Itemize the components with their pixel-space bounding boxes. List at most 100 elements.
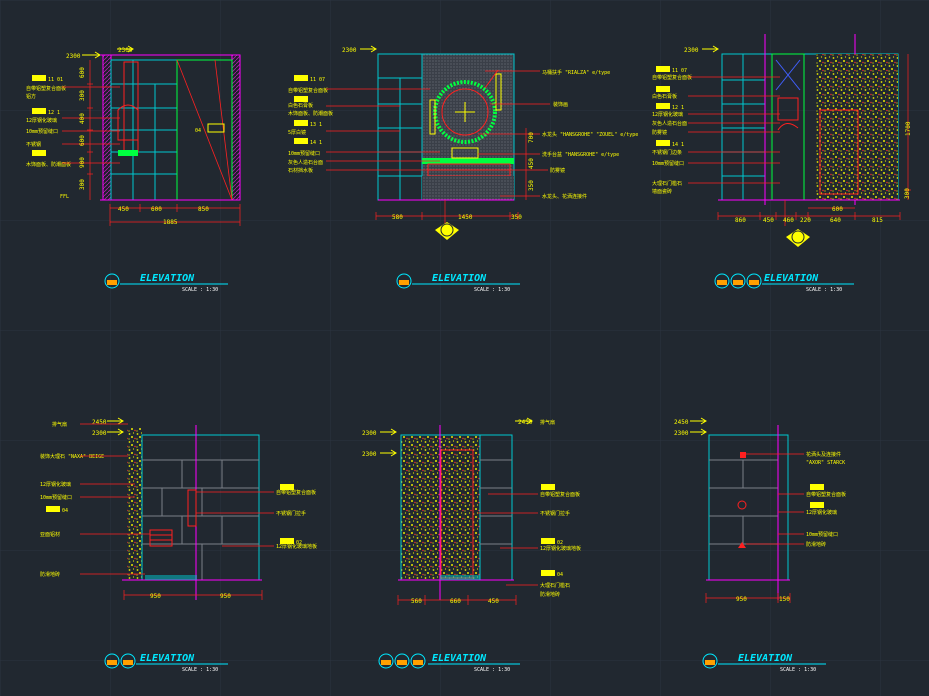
title-block-2: ELEVATION SCALE : 1:30 xyxy=(396,273,520,293)
callout-text: 花洒头及连接件 xyxy=(806,451,841,458)
callout-text: 亚面铝材 xyxy=(40,531,60,538)
dimension-text: 700 xyxy=(528,132,535,143)
section-marker xyxy=(435,222,459,240)
callout-text: 自带铝塑复合面板 xyxy=(652,74,692,81)
callout-text: 12厚钢化玻璃 xyxy=(40,481,71,488)
dimension-text: 850 xyxy=(198,206,209,213)
callout-text: "AXOR" STARCK xyxy=(806,460,845,466)
callout-text: 防雾镜 xyxy=(652,129,667,136)
callout-text: 灰色人造石台面 xyxy=(288,159,323,166)
tag-label: 14 1 xyxy=(310,140,322,146)
stone-panel xyxy=(816,54,898,200)
vanity-counter xyxy=(422,158,514,164)
scale-label: SCALE : 1:30 xyxy=(182,667,218,673)
tag-label: 13 1 xyxy=(310,122,322,128)
callout-text: 10mm预留缝口 xyxy=(288,150,320,157)
elevation-title: ELEVATION xyxy=(764,273,819,284)
callout-text: FFL xyxy=(60,194,69,200)
dimension-text: 460 xyxy=(783,217,794,224)
callout-text: 排气扇 xyxy=(540,419,555,426)
dimension-text: 1450 xyxy=(458,214,473,221)
dimension-text: 450 xyxy=(118,206,129,213)
tag-label: 11 01 xyxy=(48,77,63,83)
callout-text: 12厚钢化玻璃地板 xyxy=(540,545,581,552)
title-block-3: ELEVATION SCALE : 1:30 xyxy=(714,273,854,293)
callout-text: 12厚钢化玻璃 xyxy=(806,509,837,516)
wall-section-left xyxy=(102,54,112,201)
callout-text: 自带铝塑复合面板 xyxy=(26,85,66,92)
callout-text: 洗手台盆 "HANSGROHE" e/type xyxy=(542,151,619,158)
elevation-panel-2: 2300 11 07 自带铝塑复合面板 白色石膏板 木饰面板、防潮面板 13 1 xyxy=(288,45,638,240)
tag-label: 11 07 xyxy=(310,77,325,83)
callout-text: 12厚钢化玻璃 xyxy=(26,117,57,124)
level-label: 2450 xyxy=(674,419,689,426)
dimension-text: 300 xyxy=(79,179,86,190)
dimension-text: 640 xyxy=(830,217,841,224)
callout-text: 白色石膏板 xyxy=(652,93,677,100)
dimension-text: 1885 xyxy=(163,219,178,226)
level-label: 2450 xyxy=(92,419,107,426)
round-mirror xyxy=(433,80,497,144)
callout-text: 5厚白镜 xyxy=(288,129,306,136)
callout-text: 装饰画 xyxy=(553,101,568,108)
title-block-4: ELEVATION SCALE : 1:30 xyxy=(104,653,228,673)
dimension-text: 300 xyxy=(79,90,86,101)
level-label: 2300 xyxy=(342,47,357,54)
dimension-text: 350 xyxy=(528,180,535,191)
callout-text: 自带铝塑复合面板 xyxy=(288,87,328,94)
dimension-text: 220 xyxy=(800,217,811,224)
callout-text: 12厚钢化玻璃 xyxy=(652,111,683,118)
dimension-text: 150 xyxy=(779,596,790,603)
dimension-text: 660 xyxy=(450,598,461,605)
section-marker xyxy=(786,229,810,247)
callout-text: 10mm预留缝口 xyxy=(652,160,684,167)
dimension-lines xyxy=(87,60,93,200)
elevation-title: ELEVATION xyxy=(432,653,487,664)
dimension-text: 600 xyxy=(79,135,86,146)
elevation-title: ELEVATION xyxy=(140,653,195,664)
wall-section-right xyxy=(231,54,241,201)
level-label: 2300 xyxy=(684,47,699,54)
dimension-text: 350 xyxy=(511,214,522,221)
callout-text: 水龙头 "HANSGROHE" "ZOUEL" e/type xyxy=(542,131,638,138)
dimension-text: 600 xyxy=(79,67,86,78)
callout-text: 灰色人造石台面 xyxy=(652,120,687,127)
callout-text: 水龙头、花洒连接件 xyxy=(542,193,587,200)
stone-column xyxy=(127,428,142,580)
elevation-title: ELEVATION xyxy=(140,273,195,284)
dimension-text: 815 xyxy=(872,217,883,224)
scale-label: SCALE : 1:30 xyxy=(474,667,510,673)
dimension-text: 450 xyxy=(763,217,774,224)
tag-label: 04 xyxy=(195,128,201,134)
level-label: 2300 xyxy=(674,430,689,437)
dimension-text: 860 xyxy=(735,217,746,224)
dimension-text: 900 xyxy=(79,157,86,168)
scale-label: SCALE : 1:30 xyxy=(474,287,510,293)
elevation-panel-3: 2300 11 07 自带铝塑复合面板 白色石膏板 12 1 12厚钢化玻璃 灰… xyxy=(652,34,912,247)
level-label: 2300 xyxy=(362,430,377,437)
tag-label: 02 xyxy=(557,540,563,546)
scale-label: SCALE : 1:30 xyxy=(780,667,816,673)
tag-label: 11 07 xyxy=(672,68,687,74)
dimension-text: 300 xyxy=(904,188,911,199)
callout-text: 白色石膏板 xyxy=(288,102,313,109)
dimension-text: 600 xyxy=(832,206,843,213)
callout-text: 防滑地砖 xyxy=(540,591,560,598)
callout-text: 排气扇 xyxy=(52,421,67,428)
level-marker: 2300 2300 xyxy=(66,45,134,60)
callout-text: 12厚钢化玻璃地板 xyxy=(276,543,317,550)
callout-text: 不锈钢门拉手 xyxy=(276,510,306,517)
dimension-text: 1700 xyxy=(905,121,912,136)
callout-text: 防滑地砖 xyxy=(806,541,826,548)
title-block-6: ELEVATION SCALE : 1:30 xyxy=(702,653,826,673)
title-block-5: ELEVATION SCALE : 1:30 xyxy=(378,653,520,673)
callout-text: 木饰面板、防潮面板 xyxy=(288,110,333,117)
level-label: 2300 xyxy=(66,53,81,60)
tag-label: 04 xyxy=(62,508,68,514)
callout-text: 自带铝塑复合面板 xyxy=(806,491,846,498)
level-label: 2300 xyxy=(92,430,107,437)
callout-text: 石材挡水板 xyxy=(288,167,313,174)
title-block-1: ELEVATION SCALE : 1:30 xyxy=(104,273,228,293)
dimension-text: 950 xyxy=(736,596,747,603)
